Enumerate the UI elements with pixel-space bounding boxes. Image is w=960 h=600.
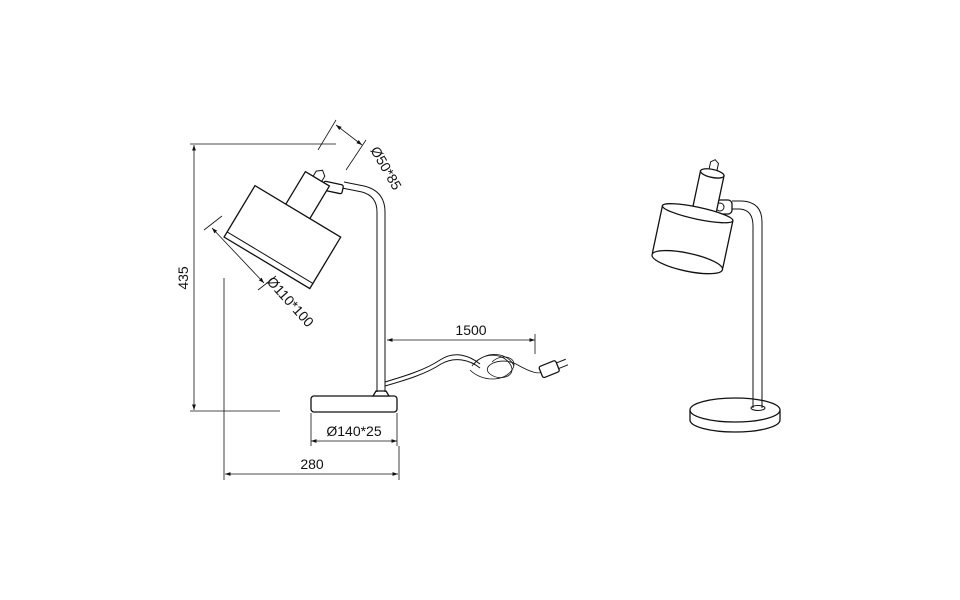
lamp-arm [341, 187, 378, 392]
dimensioned-lamp-drawing: 435 Ø50*85 Ø110*100 1500 Ø140*25 [175, 119, 569, 480]
dimension-height-label: 435 [175, 266, 191, 290]
dimension-small-shade-label: Ø50*85 [367, 144, 405, 193]
perspective-arm [732, 208, 754, 408]
power-plug [538, 358, 569, 379]
dimension-width-label: 280 [300, 456, 324, 472]
dimension-width: 280 [223, 278, 400, 480]
lamp-base [310, 395, 398, 413]
dimension-base: Ø140*25 [310, 413, 398, 446]
dimension-base-label: Ø140*25 [326, 423, 381, 439]
perspective-shade [651, 159, 734, 275]
base-collar [371, 390, 391, 397]
lamp-shade [223, 169, 342, 290]
dimension-height: 435 [175, 143, 336, 412]
power-cable [384, 354, 481, 383]
lamp-perspective-view [651, 159, 781, 433]
dimension-cable-label: 1500 [455, 322, 486, 338]
dimension-cable: 1500 [387, 322, 536, 354]
